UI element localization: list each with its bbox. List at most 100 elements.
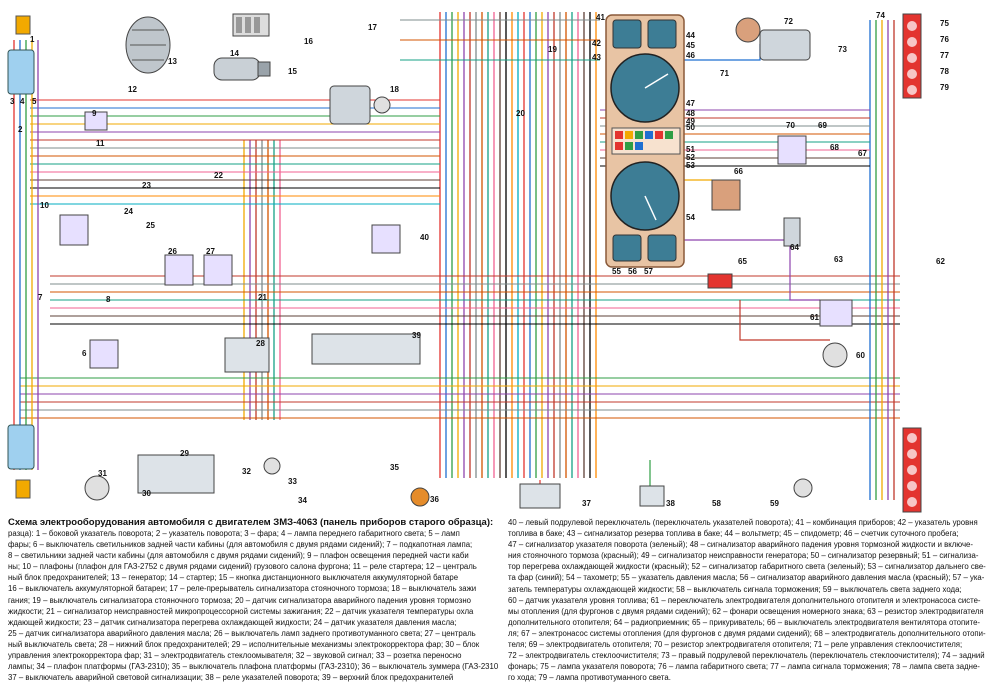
legend-line: ждающей жидкости; 23 – датчик сигнализат… xyxy=(8,617,457,627)
component-number-label: 73 xyxy=(838,45,847,54)
legend-line: 72 – электродвигатель стеклоочистителя; … xyxy=(508,651,985,661)
component-number-label: 19 xyxy=(548,45,557,54)
component-number-label: 48 xyxy=(686,109,695,118)
components-layer xyxy=(7,13,922,513)
legend-line: фары; 6 – выключатель светильников задне… xyxy=(8,540,473,550)
component-number-label: 20 xyxy=(516,109,525,118)
component-number-label: 15 xyxy=(288,67,297,76)
component-number-label: 63 xyxy=(834,255,843,264)
component-number-label: 53 xyxy=(686,161,695,170)
component-number-label: 11 xyxy=(96,139,105,148)
component-number-label: 52 xyxy=(686,153,695,162)
component-number-label: 21 xyxy=(258,293,267,302)
wire xyxy=(739,300,830,341)
component-number-label: 44 xyxy=(686,31,695,40)
component-number-label: 8 xyxy=(106,295,111,304)
wiring-harness xyxy=(13,12,900,500)
legend-line: тор перегрева охлаждающей жидкости (крас… xyxy=(508,562,986,572)
legend-line: жидкости; 21 – сигнализатор неисправност… xyxy=(8,606,474,616)
component-number-label: 55 xyxy=(612,267,621,276)
component-number-label: 16 xyxy=(304,37,313,46)
component-number-label: 3 xyxy=(10,97,15,106)
component-number-label: 51 xyxy=(686,145,695,154)
component-number-label: 77 xyxy=(940,51,949,60)
legend-line: ля; 67 – электронасос системы отопления … xyxy=(508,628,986,638)
component-number-label: 6 xyxy=(82,349,87,358)
component-number-label: 75 xyxy=(940,19,949,28)
component-number-label: 76 xyxy=(940,35,949,44)
starter xyxy=(213,57,271,81)
component-number-label: 70 xyxy=(786,121,795,130)
component-number-label: 66 xyxy=(734,167,743,176)
component-number-label: 28 xyxy=(256,339,265,348)
component-number-label: 14 xyxy=(230,49,239,58)
component-number-label: 30 xyxy=(142,489,151,498)
ignition-switch xyxy=(329,85,391,125)
generator xyxy=(125,16,171,74)
component-number-label: 9 xyxy=(92,109,97,118)
component-number-label: 2 xyxy=(18,125,23,134)
component-number-label: 50 xyxy=(686,123,695,132)
component-number-label: 35 xyxy=(390,463,399,472)
component-number-label: 59 xyxy=(770,499,779,508)
component-number-label: 39 xyxy=(412,331,421,340)
component-number-label: 26 xyxy=(168,247,177,256)
component-number-label: 17 xyxy=(368,23,377,32)
rear-lamp-right-bottom xyxy=(902,427,922,513)
component-number-label: 64 xyxy=(790,243,799,252)
component-number-label: 40 xyxy=(420,233,429,242)
component-number-label: 41 xyxy=(596,13,605,22)
component-number-label: 72 xyxy=(784,17,793,26)
lower-fuse-block xyxy=(224,337,270,373)
component-number-label: 25 xyxy=(146,221,155,230)
legend-line: го хода; 79 – лампа противотуманного све… xyxy=(508,673,671,683)
component-number-label: 37 xyxy=(582,499,591,508)
wiper-motor xyxy=(735,17,811,61)
wire xyxy=(684,239,820,301)
legend-line: 16 – выключатель аккумуляторной батареи;… xyxy=(8,584,477,594)
component-number-label: 69 xyxy=(818,121,827,130)
component-number-label: 47 xyxy=(686,99,695,108)
legend-line: дополнительного отопителя; 64 – радиопри… xyxy=(508,617,981,627)
component-number-label: 78 xyxy=(940,67,949,76)
component-number-label: 7 xyxy=(38,293,43,302)
legend-line: 47 – сигнализатор указателя поворота (зе… xyxy=(508,540,973,550)
component-number-label: 67 xyxy=(858,149,867,158)
legend-left-column: Схема электрооборудования автомобиля с д… xyxy=(8,517,498,682)
component-number-label: 56 xyxy=(628,267,637,276)
component-number-label: 36 xyxy=(430,495,439,504)
legend-line: 60 – датчик указателя уровня топлива; 61… xyxy=(508,595,981,605)
legend-line: гания; 19 – выключатель сигнализатора ст… xyxy=(8,595,471,605)
component-number-label: 38 xyxy=(666,499,675,508)
component-number-label: 27 xyxy=(206,247,215,256)
component-number-label: 31 xyxy=(98,469,107,478)
component-number-label: 10 xyxy=(40,201,49,210)
upper-fuse-block xyxy=(311,333,421,365)
component-number-label: 58 xyxy=(712,499,721,508)
component-number-label: 29 xyxy=(180,449,189,458)
instrument-cluster xyxy=(605,14,685,268)
legend-line: 25 – датчик сигнализатора аварийного дав… xyxy=(8,628,476,638)
component-number-label: 71 xyxy=(720,69,729,78)
component-number-label: 32 xyxy=(242,467,251,476)
legend-line: затель температуры охлаждающей жидкости;… xyxy=(508,584,962,594)
component-number-label: 12 xyxy=(128,85,137,94)
component-number-label: 13 xyxy=(168,57,177,66)
component-number-label: 18 xyxy=(390,85,399,94)
legend-right-text: 40 – левый подрулевой переключатель (пер… xyxy=(508,517,986,683)
legend-left-text: разца): 1 – боковой указатель поворота; … xyxy=(8,528,498,683)
legend-right-column: 40 – левый подрулевой переключатель (пер… xyxy=(508,517,986,682)
caption-title: Схема электрооборудования автомобиля с д… xyxy=(8,517,494,528)
component-number-label: 23 xyxy=(142,181,151,190)
component-number-label: 33 xyxy=(288,477,297,486)
legend-line: та фар (синий); 54 – тахометр; 55 – указ… xyxy=(508,573,985,583)
component-number-label: 43 xyxy=(592,53,601,62)
component-number-label: 49 xyxy=(686,117,695,126)
component-number-label: 1 xyxy=(30,35,35,44)
component-number-label: 68 xyxy=(830,143,839,152)
legend-line: ный блок предохранителей; 13 – генератор… xyxy=(8,573,459,583)
relay-group xyxy=(59,111,853,509)
legend-line: ны; 10 – плафоны (плафон для ГАЗ-2752 с … xyxy=(8,562,477,572)
component-number-label: 45 xyxy=(686,41,695,50)
